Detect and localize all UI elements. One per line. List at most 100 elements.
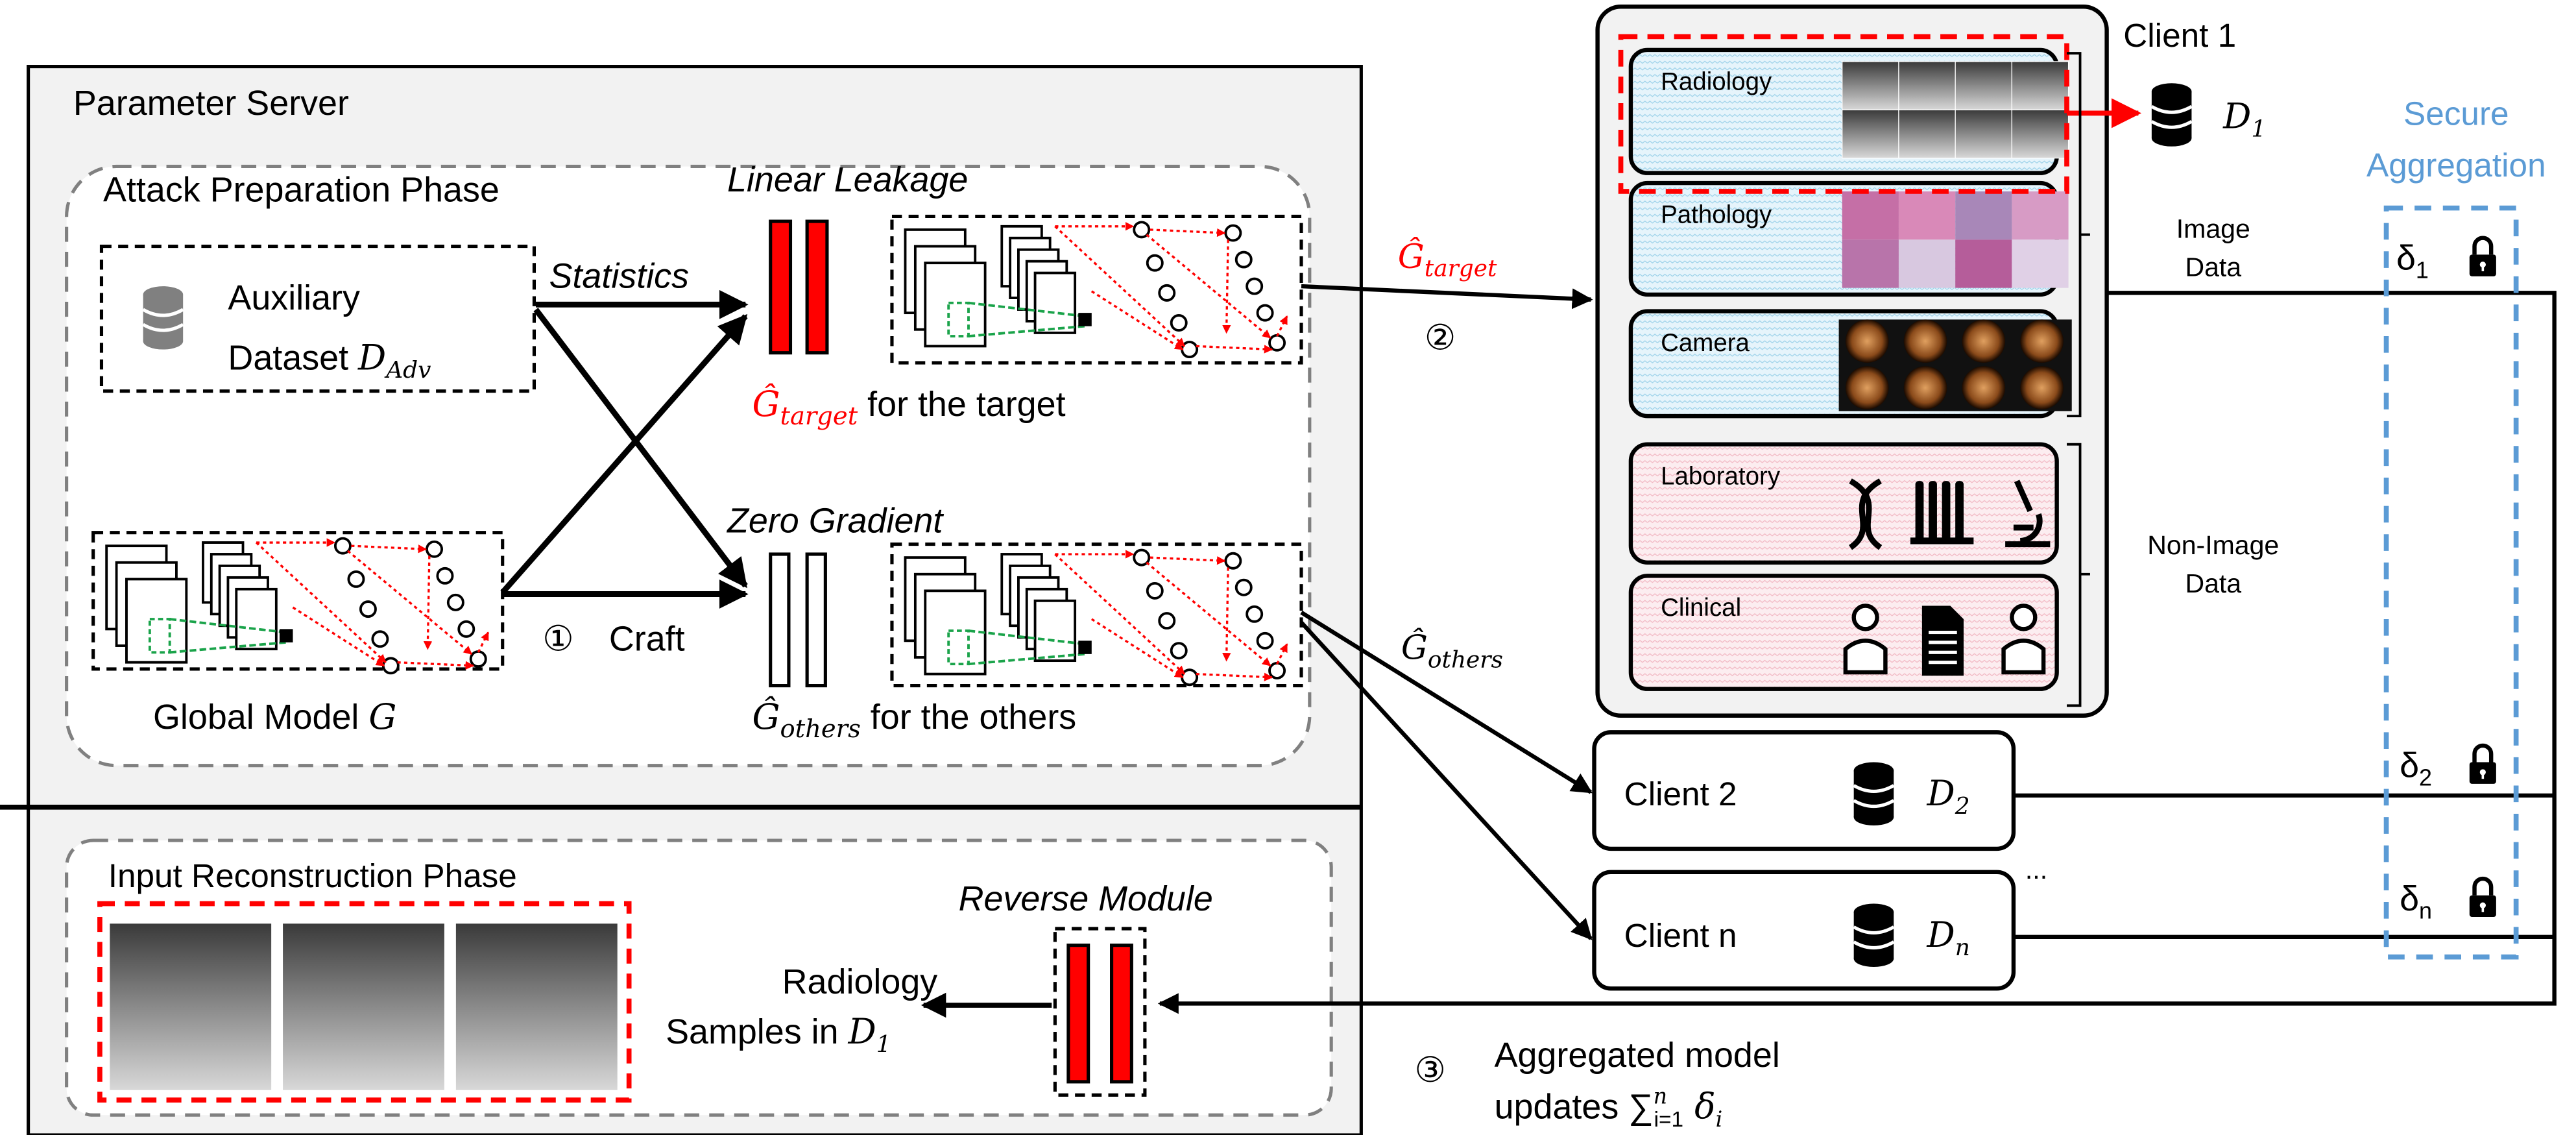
connection-arrow xyxy=(1222,567,1231,662)
neuron xyxy=(469,650,487,668)
client2-title: Client 2 xyxy=(1624,775,1737,812)
client1-title: Client 1 xyxy=(2123,17,2236,54)
pathology-thumbnail xyxy=(1842,191,1899,240)
reverse-module-label: Reverse Module xyxy=(959,879,1213,918)
attack-preparation-panel xyxy=(65,164,1312,768)
neuron xyxy=(1246,605,1264,623)
neuron xyxy=(1234,578,1253,596)
reverse-module-box xyxy=(1053,927,1147,1097)
aggregated-updates-label: Aggregated model xyxy=(1495,1036,1780,1075)
reverse-gradient-bar xyxy=(1110,944,1133,1084)
neuron xyxy=(1224,224,1242,242)
modality-pathology: Pathology xyxy=(1628,180,2069,297)
step-1-marker: ① xyxy=(542,620,573,659)
global-model-network xyxy=(91,531,505,675)
neuron xyxy=(371,630,389,648)
connection-arrow xyxy=(292,606,385,667)
test-tube-icon xyxy=(1955,481,1964,541)
neuron xyxy=(1158,612,1176,630)
endoscopy-thumbnail xyxy=(1962,366,2006,409)
statistics-label: Statistics xyxy=(549,257,690,296)
connection-arrow xyxy=(347,550,473,655)
pathology-thumbnail xyxy=(1842,239,1899,288)
radiology-thumbnail xyxy=(1955,61,2013,110)
target-gradient-caption: Ĝtarget for the target xyxy=(752,383,1065,431)
connection-arrow xyxy=(1090,618,1184,679)
neuron xyxy=(1170,642,1188,660)
client2-update-delta: δ2 xyxy=(2400,746,2432,791)
pathology-thumbnail xyxy=(1955,191,2012,240)
endoscopy-thumbnail xyxy=(1845,319,1889,363)
neuron xyxy=(1181,668,1199,687)
auxiliary-dataset-label: Dataset DAdv xyxy=(228,337,431,384)
linear-leakage-label: Linear Leakage xyxy=(727,160,968,199)
radiology-thumbnail xyxy=(1898,61,1956,110)
test-tube-icon xyxy=(1915,481,1924,541)
neuron xyxy=(1256,631,1274,650)
secure-aggregation-label: Aggregation xyxy=(2366,147,2546,184)
modality-label: Pathology xyxy=(1661,201,1772,229)
craft-label: Craft xyxy=(609,620,685,659)
malicious-model-target xyxy=(890,214,1303,365)
feature-map xyxy=(1033,599,1077,663)
connection-arrow xyxy=(423,555,433,650)
modality-radiology: Radiology xyxy=(1628,47,2069,175)
connection-arrow xyxy=(351,544,427,554)
neuron xyxy=(1268,334,1286,352)
pathology-thumbnail xyxy=(1955,239,2012,288)
connection-arrow xyxy=(1150,556,1226,565)
others-gradient-link-label: Ĝothers xyxy=(1401,629,1503,674)
reconstructed-xray-image xyxy=(455,923,618,1090)
radiology-thumbnail xyxy=(2011,109,2069,159)
neuron xyxy=(1170,314,1188,332)
neuron xyxy=(1234,250,1253,269)
doctor-icon xyxy=(1851,604,1879,631)
endoscopy-thumbnail xyxy=(2020,366,2064,409)
reconstructed-xray-image xyxy=(110,923,272,1090)
neuron xyxy=(1158,284,1176,302)
receptive-field xyxy=(148,618,171,654)
radiology-samples-label: Samples in D1 xyxy=(666,1011,891,1058)
doctor-icon xyxy=(1843,639,1888,675)
pathology-thumbnail xyxy=(1898,191,1956,240)
targeted-modality-highlight xyxy=(1618,34,2069,194)
receptive-field xyxy=(947,629,970,666)
radiology-thumbnail xyxy=(1898,109,1956,159)
modality-label: Clinical xyxy=(1661,594,1741,622)
neuron xyxy=(347,570,365,588)
client2-box xyxy=(1592,730,2016,851)
dna-icon xyxy=(1848,478,1883,550)
document-line xyxy=(1929,661,1957,665)
document-line xyxy=(1929,630,1957,635)
pathology-thumbnail xyxy=(1898,239,1956,288)
activation-dot xyxy=(279,629,293,642)
test-tube-rack-icon xyxy=(1910,537,1974,544)
zero-gradient-bar xyxy=(769,552,791,688)
neuron xyxy=(1224,552,1242,570)
feature-map xyxy=(125,578,188,664)
activation-dot xyxy=(1078,313,1092,326)
non-image-data-brace xyxy=(2067,443,2090,707)
non-image-data-label: Data xyxy=(2185,568,2241,598)
lock-icon xyxy=(2470,879,2496,917)
target-dispatch-arrow xyxy=(1301,284,1593,310)
document-line xyxy=(1929,650,1957,654)
target-gradient-bar xyxy=(769,219,793,355)
connection-arrow xyxy=(1150,228,1226,238)
neuron xyxy=(1256,304,1274,322)
attack-phase-title: Attack Preparation Phase xyxy=(103,170,500,209)
radiology-thumbnail xyxy=(1955,109,2013,159)
reconstruction-phase-title: Input Reconstruction Phase xyxy=(108,857,517,894)
others-dispatch-arrow-client2 xyxy=(1300,611,1593,794)
connection-arrow xyxy=(255,541,387,663)
auxiliary-label: Auxiliary xyxy=(228,278,360,317)
modality-clinical: Clinical xyxy=(1628,574,2059,691)
radiology-thumbnail xyxy=(2011,61,2069,110)
clientn-title: Client n xyxy=(1624,917,1737,954)
aggregation-return-line xyxy=(1157,291,2557,1014)
test-tube-icon xyxy=(1942,481,1951,541)
network-box xyxy=(91,531,505,671)
clientn-dataset-label: Dn xyxy=(1927,914,1970,961)
